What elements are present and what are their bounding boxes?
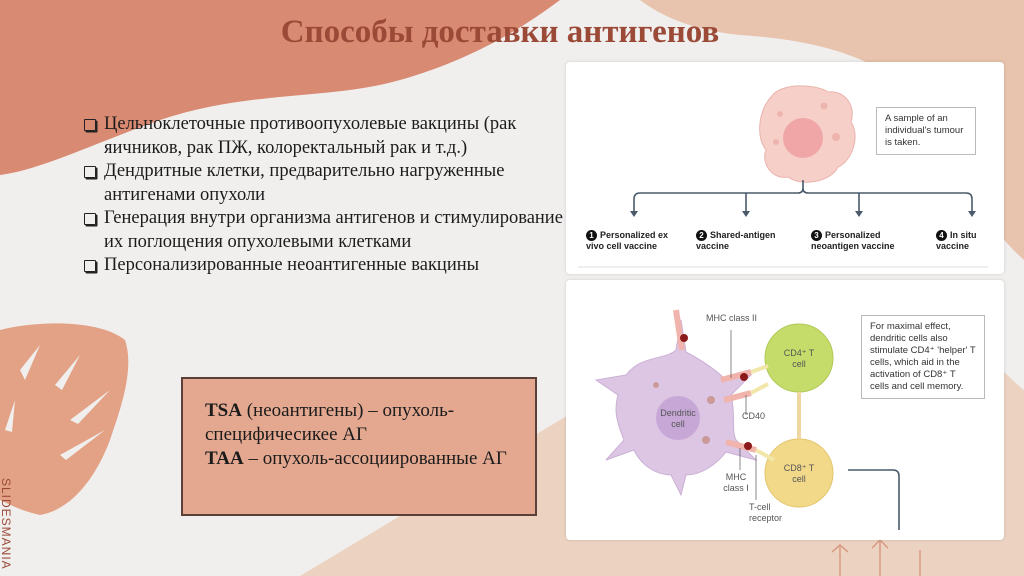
option-label: Shared-antigen vaccine — [696, 230, 776, 251]
bullet-text: Генерация внутри организма антигенов и с… — [104, 208, 563, 252]
mhc-class-i-label: MHC class I — [723, 472, 749, 493]
tsa-text: (неоантигены) – опухоль-специфичесикее А… — [205, 400, 455, 445]
option-label: In situ vaccine — [936, 230, 977, 251]
tumour-cell-diagram — [578, 85, 988, 268]
slide-title: Способы доставки антигенов — [280, 14, 720, 50]
number-badge: 3 — [811, 230, 822, 241]
checkbox-bullet-icon — [84, 166, 96, 178]
antigen-note-box: TSA (неоантигены) – опухоль-специфичесик… — [181, 377, 537, 516]
taa-term: TAA — [205, 448, 244, 469]
dendritic-cell-label: Dendritic cell — [660, 408, 696, 429]
checkbox-bullet-icon — [84, 260, 96, 272]
option-label: Personalized ex vivo cell vaccine — [586, 230, 669, 251]
number-badge: 2 — [696, 230, 707, 241]
number-badge: 4 — [936, 230, 947, 241]
tumour-sample-callout: A sample of an individual's tumour is ta… — [876, 107, 976, 155]
t-cell-receptor-label: T-cell receptor — [749, 502, 783, 523]
vaccine-types-diagram: A sample of an individual's tumour is ta… — [566, 62, 1004, 274]
bullet-list: Цельноклеточные противоопухолевые вакцин… — [82, 113, 572, 278]
taa-text: – опухоль-ассоциированные АГ — [243, 448, 507, 469]
bullet-item: Генерация внутри организма антигенов и с… — [82, 207, 572, 254]
bullet-item: Дендритные клетки, предварительно нагруж… — [82, 160, 572, 207]
cell-interaction-illustration — [594, 309, 900, 530]
twig-decoration — [831, 538, 921, 576]
monstera-leaf-icon — [0, 323, 129, 515]
tsa-term: TSA — [205, 400, 242, 421]
bullet-text: Персонализированные неоантигенные вакцин… — [104, 255, 480, 275]
checkbox-bullet-icon — [84, 119, 96, 131]
bullet-item: Цельноклеточные противоопухолевые вакцин… — [82, 113, 572, 160]
mhc-class-ii-label: MHC class II — [706, 313, 758, 323]
cd40-label: CD40 — [742, 411, 766, 421]
bullet-item: Персонализированные неоантигенные вакцин… — [82, 254, 572, 278]
checkbox-bullet-icon — [84, 213, 96, 225]
helper-cell-callout: For maximal effect, dendritic cells also… — [861, 315, 985, 399]
brand-watermark: SLIDESMANIA — [0, 478, 13, 570]
bullet-text: Дендритные клетки, предварительно нагруж… — [104, 161, 505, 205]
number-badge: 1 — [586, 230, 597, 241]
cd8-t-cell-label: CD8⁺ T cell — [783, 463, 815, 484]
cd4-t-cell-label: CD4⁺ T cell — [783, 348, 815, 369]
option-label: Personalized neoantigen vaccine — [811, 230, 895, 251]
bullet-text: Цельноклеточные противоопухолевые вакцин… — [104, 114, 517, 158]
dendritic-cell-diagram: MHC class II CD40 MHC class I T-cell rec… — [566, 280, 1004, 540]
